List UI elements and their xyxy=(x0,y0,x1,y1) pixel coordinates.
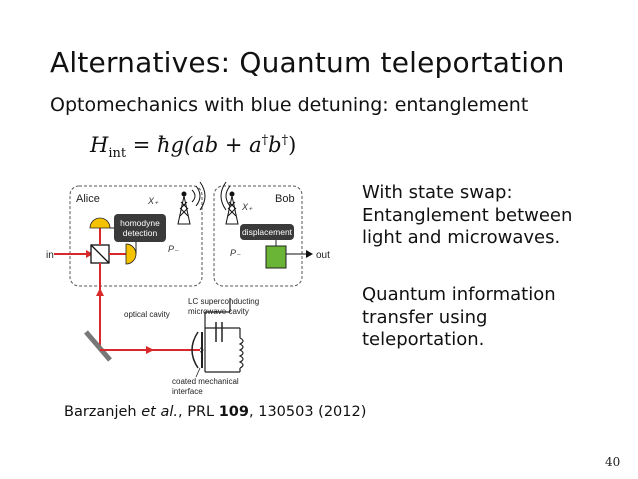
lc-label-1: LC superconducting xyxy=(188,297,259,306)
alice-label: Alice xyxy=(76,193,100,205)
input-arrow xyxy=(86,250,93,258)
alice-antenna-icon xyxy=(177,191,191,225)
homodyne-box xyxy=(114,214,166,242)
homodyne-label-2: detection xyxy=(123,228,158,238)
p-minus-alice: P₋ xyxy=(168,244,179,254)
p-minus-bob: P₋ xyxy=(230,248,241,258)
teleportation-setup-figure: Alice Bob in homodyne detection X₊ P₋ X₊… xyxy=(46,181,330,396)
citation-authors: Barzanjeh xyxy=(64,404,142,420)
equation-b: b xyxy=(268,133,282,157)
displacement-box xyxy=(240,224,294,240)
equation-dagger-2: † xyxy=(281,133,289,148)
x-plus-alice: X₊ xyxy=(147,196,159,206)
point-state-swap: With state swap: Entanglement between li… xyxy=(362,182,573,248)
equation-lhs: H xyxy=(90,133,109,157)
radio-waves-icon xyxy=(191,181,231,211)
bob-antenna-icon xyxy=(225,191,239,225)
alice-box xyxy=(69,185,203,287)
displacement-label: displacement xyxy=(242,227,293,237)
citation-volume: 109 xyxy=(218,404,249,420)
in-label: in xyxy=(46,250,54,261)
citation: Barzanjeh et al., PRL 109, 130503 (2012) xyxy=(64,404,366,420)
optical-cavity-label: optical cavity xyxy=(124,310,170,319)
equation-close: ) xyxy=(288,133,297,157)
coated-label-1: coated mechanical xyxy=(172,377,239,386)
citation-etal: et al. xyxy=(141,404,178,420)
citation-journal: , PRL xyxy=(177,404,219,420)
output-arrow xyxy=(306,250,313,258)
homodyne-label-1: homodyne xyxy=(120,218,160,228)
lc-label-2: microwave cavity xyxy=(188,307,249,316)
detector-top xyxy=(89,217,111,229)
mirror xyxy=(84,330,112,362)
point-teleportation: Quantum information transfer using telep… xyxy=(362,284,556,350)
bob-box xyxy=(213,185,303,287)
page-number: 40 xyxy=(605,455,621,469)
optical-cavity-mirror xyxy=(191,331,199,369)
out-label: out xyxy=(316,250,330,261)
x-plus-bob: X₊ xyxy=(241,202,253,212)
slide-subtitle: Optomechanics with blue detuning: entang… xyxy=(50,94,529,116)
beam-splitter-diagonal xyxy=(90,244,110,264)
detector-right xyxy=(125,243,137,265)
bob-label: Bob xyxy=(275,193,295,205)
equation-dagger-1: † xyxy=(261,133,269,148)
coated-label-2: interface xyxy=(172,387,203,396)
slide-title: Alternatives: Quantum teleportation xyxy=(50,46,565,79)
hamiltonian-equation: Hint = ħg(ab + a†b†) xyxy=(90,133,296,161)
equation-lhs-sub: int xyxy=(108,146,127,162)
equation-rhs-prefix: = ħg(ab + a xyxy=(132,133,262,157)
citation-rest: , 130503 (2012) xyxy=(249,404,367,420)
displacement-element xyxy=(265,245,287,269)
